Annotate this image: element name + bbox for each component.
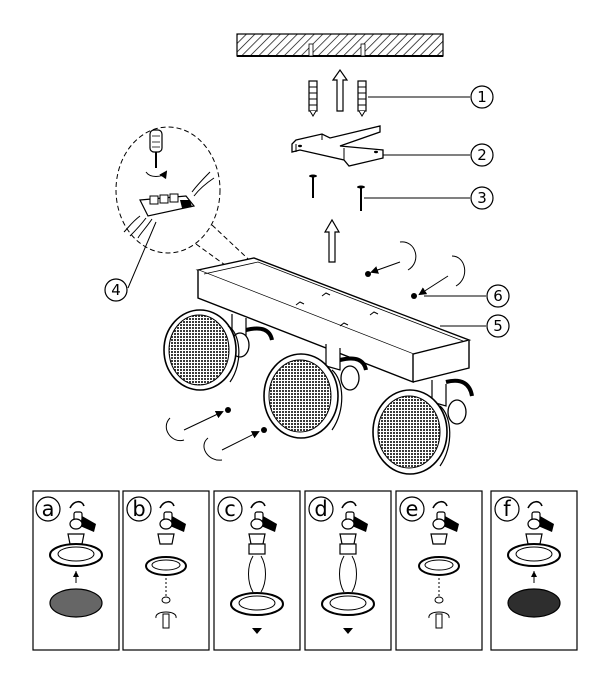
spotlight-3 [372, 378, 474, 475]
step-panel-a [32, 490, 120, 651]
step-panel-d [304, 490, 392, 651]
callout-4: 4 [111, 281, 121, 299]
spotlight-2 [263, 344, 368, 439]
mounting-bracket [291, 125, 384, 167]
step-label-f: f [503, 497, 511, 521]
step-label-a: a [42, 497, 55, 521]
step-label-b: b [132, 497, 145, 521]
step-label-e: e [406, 497, 419, 521]
step-panels: a b c d e f [32, 490, 578, 651]
bracket-screws [309, 174, 365, 211]
callout-2: 2 [477, 146, 487, 164]
ceiling [236, 33, 444, 57]
step-panel-c [213, 490, 301, 651]
callouts: 1 2 3 4 6 5 [104, 85, 510, 338]
wiring-detail [115, 126, 263, 273]
fixture-bar [195, 257, 472, 384]
callout-6: 6 [493, 287, 503, 305]
spotlight-1 [163, 309, 274, 391]
install-arrow [323, 218, 341, 263]
step-illustrations [49, 500, 561, 634]
callout-1: 1 [477, 88, 487, 106]
step-panel-f [490, 490, 578, 651]
step-label-d: d [314, 497, 327, 521]
callout-5: 5 [493, 317, 503, 335]
cover-screws [165, 241, 466, 461]
callout-3: 3 [477, 189, 487, 207]
step-panel-b [122, 490, 210, 651]
wall-plugs [308, 68, 367, 117]
step-panel-e [395, 490, 483, 651]
step-label-c: c [224, 497, 236, 521]
